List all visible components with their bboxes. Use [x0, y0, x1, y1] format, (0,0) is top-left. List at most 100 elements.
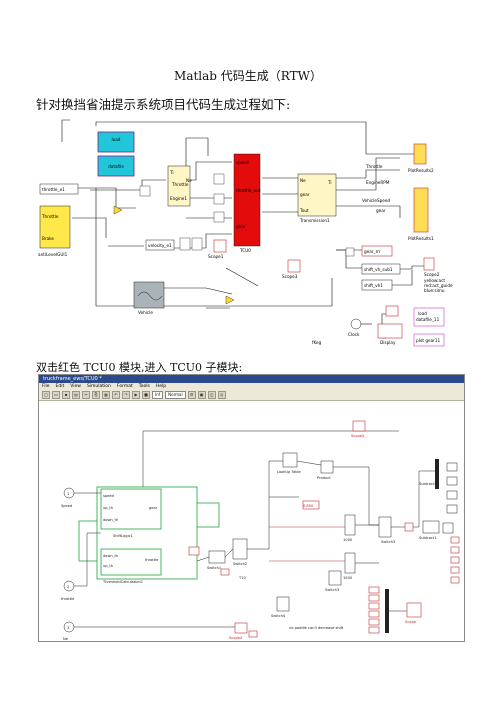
- product-label: Product: [317, 476, 331, 480]
- subtract-label: Subtract2: [419, 482, 437, 486]
- subtract1-label: Subtract1: [419, 536, 437, 540]
- menu-edit[interactable]: Edit: [55, 384, 65, 389]
- play-icon[interactable]: ▶: [132, 391, 140, 399]
- stop-icon[interactable]: ■: [142, 391, 150, 399]
- inport2-num: 2: [67, 585, 69, 589]
- brake-port-label: Brake: [42, 236, 54, 241]
- display-label: Display: [380, 340, 396, 345]
- cut-icon[interactable]: ✂: [82, 391, 90, 399]
- tcu-throttle-label: throttle_out: [236, 188, 261, 193]
- intro-text: 针对换挡省油提示系统项目代码生成过程如下:: [36, 97, 291, 112]
- trans-tout-label: Tout: [299, 208, 309, 213]
- throttle-port-label: Throttle: [41, 214, 59, 219]
- scope2-label: Scope2: [424, 272, 440, 277]
- paste-icon[interactable]: ▦: [102, 391, 110, 399]
- scope-bottom-label: Scope: [405, 620, 417, 624]
- stop-time-field[interactable]: Inf: [152, 391, 164, 399]
- svg-text:datafile: datafile: [108, 164, 124, 169]
- legend-blue: blue:simu: [424, 288, 445, 293]
- switch4-label: Switch4: [271, 614, 286, 618]
- open-icon[interactable]: ▭: [52, 391, 60, 399]
- inport1-label: Speed: [61, 504, 72, 508]
- tcu-block-label: TCU0: [239, 248, 251, 253]
- library-icon[interactable]: ▣: [197, 391, 206, 399]
- menu-file[interactable]: File: [42, 384, 50, 389]
- switch1-label: Switch1: [207, 566, 221, 570]
- svg-text:load: load: [112, 137, 121, 142]
- vehicle-label: Vehicle: [138, 310, 153, 315]
- simulink-top-model: load datafile throttle_e1 Throttle Brake…: [38, 119, 453, 347]
- load-label: load: [418, 311, 427, 316]
- const-label: 0.850: [303, 504, 314, 508]
- chart-speed-label: speed: [103, 494, 114, 498]
- print-icon[interactable]: ▤: [72, 391, 80, 399]
- datafile-label: datafile_11: [416, 317, 440, 322]
- note-label: no paddle can't decrease shift: [289, 626, 344, 630]
- debug-icon[interactable]: ◎: [217, 391, 226, 399]
- engine-block-label: Engine1: [170, 196, 187, 201]
- scope3-label: Scope3: [282, 274, 298, 279]
- inport1-num: 1: [67, 492, 69, 496]
- throttle-out-label: Throttle: [365, 164, 383, 169]
- clock-label: Clock: [348, 332, 360, 337]
- inport3-num: 3: [67, 626, 69, 630]
- shift-logic-label: ShiftLogic1: [113, 534, 133, 538]
- thresh-throttle-label: throttle: [145, 558, 159, 562]
- engine-throttle-label: Throttle: [171, 182, 189, 187]
- switch3b-label: Switch3: [325, 588, 339, 592]
- engine-ti-label: Ti: [169, 170, 174, 175]
- menu-simulation[interactable]: Simulation: [86, 384, 111, 389]
- legend-red: red:act_guide: [424, 283, 453, 288]
- menu-help[interactable]: Help: [155, 384, 167, 389]
- window-titlebar: truckframe_ews/TCU0 *: [39, 375, 464, 383]
- tcu-gear-label: gear: [236, 224, 246, 229]
- toolbar: □ ▭ ▪ ▤ ✂ ⎘ ▦ ↶ ↷ ▶ ■ Inf Normal ⚙ ▣ ◫ ◎: [39, 390, 464, 401]
- trans-gear-label: gear: [300, 192, 310, 197]
- plot-gear-label: plot gear11: [416, 338, 441, 343]
- velocity-label: velocity_e1: [148, 243, 172, 248]
- menu-bar: File Edit View Simulation Format Tools H…: [39, 383, 464, 390]
- k1500-label: 1500: [343, 576, 353, 580]
- page-title: Matlab 代码生成（RTW）: [174, 69, 322, 83]
- vehicle-speed-label: VehicleSpeed: [362, 198, 390, 203]
- gear-rr-label: gear_rrr: [364, 249, 381, 254]
- explorer-icon[interactable]: ◫: [207, 391, 216, 399]
- switch2-label: Switch2: [233, 562, 247, 566]
- tcu0-subsystem-canvas: 1 Speed 2 throttle 3 Ne speed up_th down…: [61, 420, 460, 641]
- menu-tools[interactable]: Tools: [138, 384, 150, 389]
- chart-downth-label: down_th: [103, 518, 118, 522]
- build-icon[interactable]: ⚙: [187, 391, 196, 399]
- k1000-label: 1000: [343, 538, 353, 542]
- scope4-label: Scope4: [229, 636, 243, 640]
- trans-ti-label: Ti: [327, 180, 332, 185]
- thresh-downth-label: down_th: [103, 554, 118, 558]
- new-icon[interactable]: □: [42, 391, 50, 399]
- tcu-speed-label: speed: [236, 160, 249, 165]
- sim-mode-select[interactable]: Normal: [165, 391, 186, 399]
- undo-icon[interactable]: ↶: [112, 391, 120, 399]
- plot-results2-label: PlotResults2: [408, 168, 434, 173]
- scope1-label: Scope1: [208, 254, 224, 259]
- lookup-label: LookUp Table: [277, 470, 302, 474]
- throttle-input-label: throttle_e1: [42, 187, 65, 192]
- copy-icon[interactable]: ⎘: [92, 391, 100, 399]
- threshold-label: ThresholdCalculation1: [102, 580, 143, 584]
- redo-icon[interactable]: ↷: [122, 391, 130, 399]
- t10-label: T10: [238, 576, 246, 580]
- engine-ne-label: Ne: [186, 178, 192, 183]
- thresh-upth-label: up_th: [103, 564, 113, 568]
- gear-out-label: gear: [376, 208, 386, 213]
- shift-vh-label: shift_vh_sub1: [364, 267, 393, 272]
- switch3-label: Switch3: [381, 540, 395, 544]
- menu-format[interactable]: Format: [116, 384, 133, 389]
- menu-view[interactable]: View: [70, 384, 81, 389]
- scope-top-label: Scope2: [351, 434, 364, 438]
- chart-gear-label: gear: [149, 506, 158, 510]
- inport3-label: Ne: [63, 637, 69, 641]
- save-icon[interactable]: ▪: [62, 391, 70, 399]
- tcu0-block[interactable]: [233, 153, 261, 247]
- plot-results1-label: PlotResults1: [408, 236, 434, 241]
- engine-rpm-label: EngineRPM: [366, 180, 390, 185]
- gui-label: antiLevelGUI1: [38, 252, 68, 257]
- shift-vh1-label: shift_vh1: [364, 283, 383, 288]
